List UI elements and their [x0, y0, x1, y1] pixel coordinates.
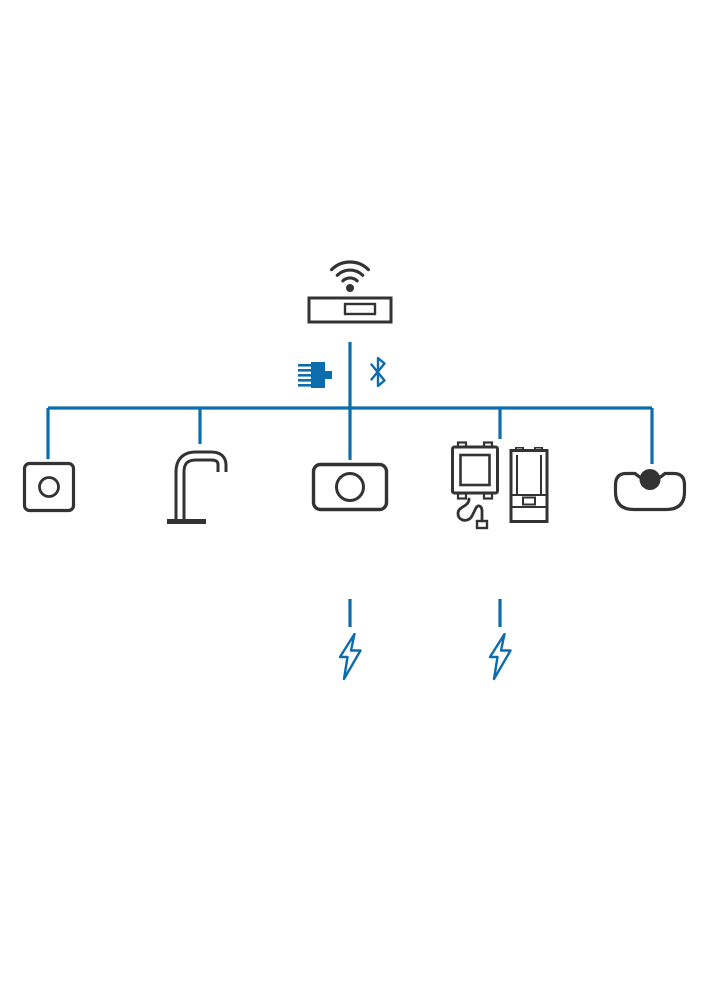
valve-box: [522, 496, 536, 506]
connector-pins: [298, 364, 311, 387]
bottom-tab-right: [482, 492, 494, 500]
wifi-dot: [346, 284, 354, 292]
urinal-bowl-icon: [612, 466, 688, 518]
bottom-tab-left: [456, 492, 468, 500]
wifi-waves: [330, 260, 370, 283]
flush-control-icon: [448, 441, 502, 531]
wired-connector-icon: [297, 361, 333, 389]
faucet-spout-inner: [177, 453, 225, 523]
bluetooth-icon: [368, 355, 388, 389]
siphon-trap: [456, 497, 484, 523]
sensor-dot: [639, 469, 661, 490]
sensor-faucet-icon: [166, 446, 234, 524]
square-flush-plate-icon: [22, 461, 76, 513]
bolt-shape: [488, 633, 512, 681]
bolt-shape: [338, 633, 362, 681]
lightning-bolt-icon: [337, 633, 363, 681]
bluetooth-rune: [370, 356, 386, 388]
concealed-cistern-icon: [509, 447, 549, 523]
gateway-slot: [343, 302, 377, 316]
faucet-spout-outer: [174, 450, 228, 523]
gateway-body: [307, 296, 393, 324]
control-display: [459, 453, 491, 487]
plate-button: [335, 472, 365, 502]
outlet: [475, 519, 489, 530]
lightning-bolt-icon: [487, 633, 513, 681]
plate-frame: [311, 462, 389, 512]
wifi-gateway-icon: [306, 256, 394, 324]
plate-frame: [22, 461, 76, 513]
bowl-outline: [613, 471, 687, 512]
connector-tab: [325, 371, 332, 379]
connector-body: [311, 362, 325, 388]
plate-button: [38, 476, 60, 498]
control-housing: [451, 445, 499, 495]
oval-flush-plate-icon: [311, 462, 389, 512]
